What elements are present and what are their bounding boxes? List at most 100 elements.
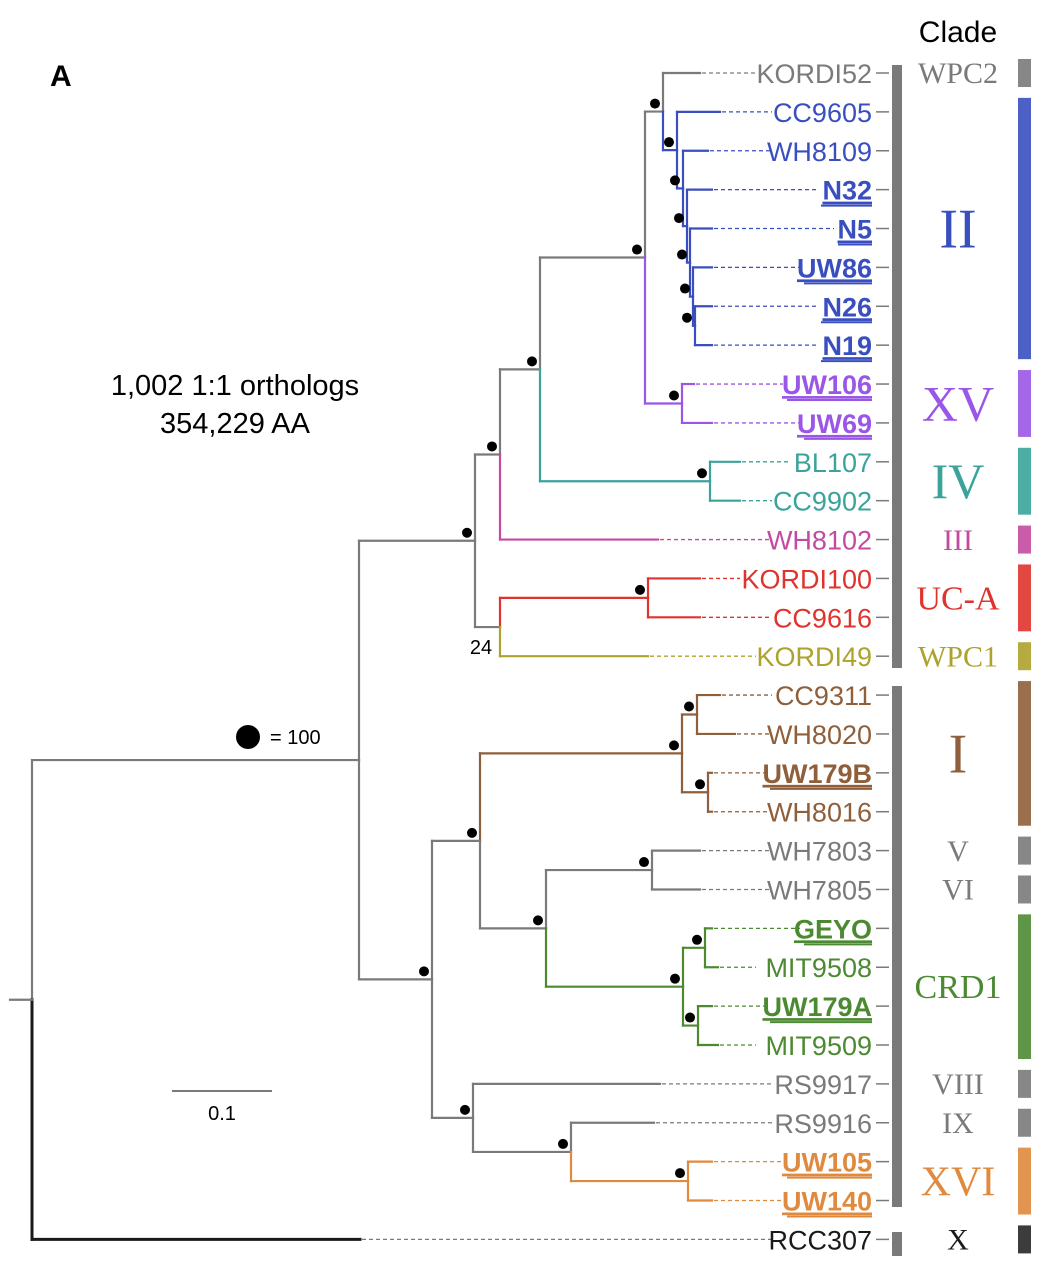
clade-label: X bbox=[947, 1224, 969, 1257]
clade-bar bbox=[1018, 642, 1031, 671]
support-dot-icon bbox=[680, 283, 690, 294]
taxon-label: N32 bbox=[822, 176, 872, 206]
clade-label: WPC2 bbox=[918, 57, 998, 90]
taxon-label: KORDI100 bbox=[741, 564, 872, 594]
support-dot-icon bbox=[677, 249, 687, 260]
taxon-label: WH8109 bbox=[767, 137, 872, 167]
clade-label: V bbox=[947, 835, 969, 868]
taxon-label: CC9311 bbox=[775, 681, 872, 711]
clade-label: UC-A bbox=[916, 580, 1000, 617]
taxon-label: UW140 bbox=[782, 1187, 872, 1217]
alignment-length-text: 354,229 AA bbox=[160, 408, 311, 440]
clade-bar bbox=[1018, 1147, 1031, 1215]
support-dot-icon bbox=[664, 137, 674, 148]
support-dot-icon bbox=[697, 468, 707, 479]
taxon-label: RCC307 bbox=[768, 1225, 872, 1255]
support-dot-icon bbox=[669, 740, 679, 751]
support-dot-icon bbox=[670, 973, 680, 984]
support-dot-icon bbox=[527, 356, 537, 367]
support-dot-icon bbox=[462, 527, 472, 538]
leader-dashes bbox=[362, 72, 889, 1241]
support-dot-icon bbox=[632, 244, 642, 255]
clade-label: II bbox=[939, 199, 976, 261]
clade-label: VI bbox=[942, 874, 974, 907]
support-dot-icon bbox=[460, 1104, 470, 1115]
taxon-label: MIT9509 bbox=[765, 1031, 872, 1061]
clade-label: IV bbox=[932, 453, 985, 509]
taxon-label: CC9902 bbox=[773, 487, 872, 517]
taxon-label: UW105 bbox=[782, 1148, 872, 1178]
ortholog-count-text: 1,002 1:1 orthologs bbox=[111, 370, 359, 402]
clade-bar bbox=[1018, 1108, 1031, 1137]
support-dot-icon bbox=[639, 857, 649, 868]
taxon-label: UW106 bbox=[782, 370, 872, 400]
taxon-label: N19 bbox=[822, 331, 872, 361]
clade-bar bbox=[1018, 97, 1031, 360]
clade-label: III bbox=[943, 524, 973, 557]
taxon-label: RS9916 bbox=[774, 1109, 872, 1139]
taxon-label: MIT9508 bbox=[765, 953, 872, 983]
support-dot-icon bbox=[487, 441, 497, 452]
clade-label: CRD1 bbox=[915, 969, 1002, 1006]
scale-bar-label: 0.1 bbox=[208, 1103, 236, 1125]
legend-text: = 100 bbox=[270, 727, 321, 749]
taxon-label: CC9616 bbox=[773, 603, 872, 633]
clade-column-header: Clade bbox=[919, 16, 997, 49]
support-dot-icon bbox=[467, 827, 477, 838]
clade-label: WPC1 bbox=[918, 640, 998, 673]
support-dot-icon bbox=[675, 1168, 685, 1179]
clade-bar bbox=[1018, 525, 1031, 554]
support-dot-icon bbox=[533, 915, 543, 926]
taxon-labels: KORDI52CC9605WH8109N32N5UW86N26N19UW106U… bbox=[741, 59, 872, 1255]
taxon-label: WH8102 bbox=[767, 526, 872, 556]
tree-branches bbox=[8, 71, 742, 1241]
legend-dot-icon bbox=[236, 725, 260, 749]
support-dot-icon bbox=[669, 390, 679, 401]
clade-label: XV bbox=[922, 375, 994, 431]
support-dot-icon bbox=[558, 1138, 568, 1149]
support-dot-icon bbox=[682, 312, 692, 323]
clade-label: IX bbox=[942, 1107, 974, 1140]
taxon-label: KORDI49 bbox=[756, 642, 872, 672]
clade-label: VIII bbox=[932, 1068, 984, 1101]
clade-label: I bbox=[949, 723, 968, 785]
clade-bar bbox=[1018, 1069, 1031, 1098]
support-dot-icon bbox=[650, 98, 660, 109]
taxon-label: N26 bbox=[822, 292, 872, 322]
taxon-label: N5 bbox=[837, 215, 872, 245]
clade-bar bbox=[1018, 1225, 1031, 1254]
taxon-label: UW179A bbox=[762, 992, 872, 1022]
support-dot-icon bbox=[674, 213, 684, 224]
clade-label: XVI bbox=[921, 1159, 996, 1205]
taxon-label: WH7803 bbox=[767, 837, 872, 867]
support-dot-icon bbox=[695, 779, 705, 790]
taxon-label: WH7805 bbox=[767, 875, 872, 905]
taxon-label: WH8016 bbox=[767, 798, 872, 828]
clade-bars bbox=[1018, 59, 1031, 1254]
taxon-label: BL107 bbox=[794, 448, 872, 478]
panel-letter: A bbox=[50, 60, 72, 93]
clade-bar bbox=[1018, 564, 1031, 632]
support-dots bbox=[419, 98, 707, 1179]
clade-bar bbox=[1018, 681, 1031, 826]
clade-bar bbox=[1018, 836, 1031, 865]
taxon-label: GEYO bbox=[794, 914, 872, 944]
clade-bar bbox=[1018, 59, 1031, 87]
clade-bar bbox=[1018, 370, 1031, 437]
support-dot-icon bbox=[684, 701, 694, 712]
taxon-label: UW86 bbox=[797, 253, 872, 283]
taxon-label: UW69 bbox=[797, 409, 872, 439]
support-dot-icon bbox=[419, 966, 429, 977]
taxon-label: CC9605 bbox=[773, 98, 872, 128]
taxon-label: KORDI52 bbox=[756, 59, 872, 89]
taxon-label: RS9917 bbox=[774, 1070, 872, 1100]
support-dot-icon bbox=[635, 584, 645, 595]
clade-bar bbox=[1018, 875, 1031, 904]
clade-bar bbox=[1018, 447, 1031, 515]
taxon-label: WH8020 bbox=[767, 720, 872, 750]
support-dot-icon bbox=[685, 1012, 695, 1023]
bootstrap-value: 24 bbox=[470, 637, 492, 659]
clade-bar bbox=[1018, 914, 1031, 1059]
